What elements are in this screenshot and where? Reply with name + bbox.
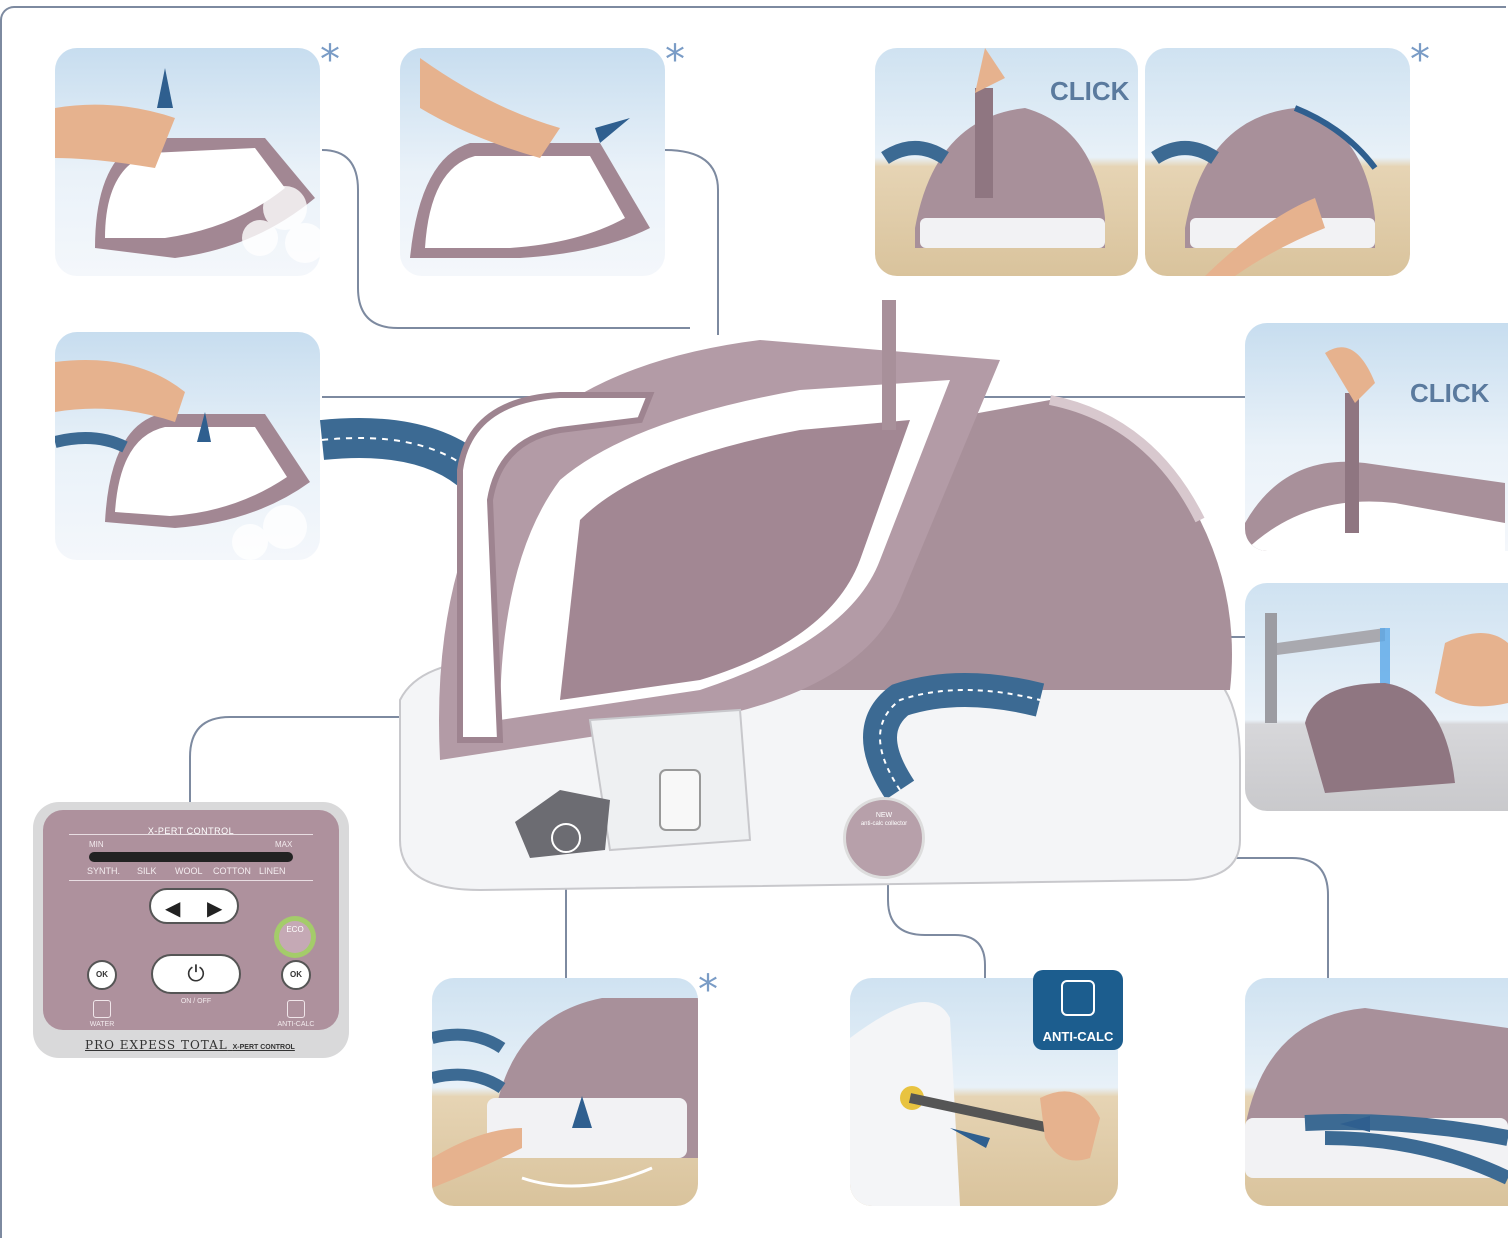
panel-trigger-lock — [400, 48, 665, 276]
eco-button[interactable]: ECO — [274, 916, 316, 958]
collector-new-label: NEW — [846, 812, 922, 819]
water-label: WATER — [72, 1021, 132, 1028]
panel-divider — [69, 880, 313, 881]
temperature-indicator-bar — [89, 852, 293, 862]
setting-cotton: COTTON — [213, 866, 251, 876]
on-off-label: ON / OFF — [151, 998, 241, 1005]
anti-calc-collector[interactable]: NEW anti-calc collector — [843, 797, 925, 879]
control-panel-face: X-PERT CONTROL MIN MAX SYNTH. SILK WOOL … — [43, 810, 339, 1030]
panel-lock-click: CLICK — [875, 48, 1138, 276]
anti-calc-badge-label: ANTI-CALC — [1033, 1029, 1123, 1044]
temp-min-label: MIN — [89, 840, 104, 849]
setting-wool: WOOL — [175, 866, 203, 876]
panel-divider — [69, 834, 313, 835]
panel-steam-release — [55, 332, 320, 560]
optional-feature-star-4: * — [698, 970, 718, 1010]
arrow-right-icon[interactable]: ▶ — [207, 896, 222, 921]
ok-button-anti-calc[interactable]: OK — [281, 960, 311, 990]
product-brand: PRO EXPESS TOTAL X-PERT CONTROL — [85, 1038, 295, 1052]
collector-name-label: anti-calc collector — [846, 821, 922, 827]
click-label-1: CLICK — [1050, 76, 1129, 107]
setting-linen: LINEN — [259, 866, 286, 876]
optional-feature-star-1: * — [320, 40, 340, 80]
optional-feature-star-3: * — [1410, 40, 1430, 80]
panel-fill-tank — [1245, 583, 1508, 811]
brand-suffix: X-PERT CONTROL — [233, 1044, 295, 1051]
power-button[interactable]: ⏻ — [151, 954, 241, 994]
water-icon — [93, 1000, 111, 1018]
panel-hose-storage — [1245, 978, 1508, 1206]
setting-arrows-button[interactable]: ◀ ▶ — [149, 888, 239, 924]
eco-label: ECO — [279, 921, 311, 953]
optional-feature-star-2: * — [665, 40, 685, 80]
anti-calc-label: ANTI-CALC — [266, 1021, 326, 1028]
panel-unlock — [1145, 48, 1410, 276]
brand-name: PRO EXPESS TOTAL — [85, 1038, 228, 1052]
anti-calc-panel-icon — [287, 1000, 305, 1018]
panel-steam-trigger — [55, 48, 320, 276]
setting-silk: SILK — [137, 866, 157, 876]
control-panel: X-PERT CONTROL MIN MAX SYNTH. SILK WOOL … — [33, 802, 349, 1058]
click-label-2: CLICK — [1410, 378, 1489, 409]
setting-synth: SYNTH. — [87, 866, 120, 876]
power-icon: ⏻ — [187, 961, 204, 986]
panel-handle-click: CLICK — [1245, 323, 1508, 551]
anti-calc-icon — [1061, 980, 1095, 1016]
temp-max-label: MAX — [275, 840, 292, 849]
ok-button-water[interactable]: OK — [87, 960, 117, 990]
panel-cord-storage — [432, 978, 698, 1206]
arrow-left-icon[interactable]: ◀ — [165, 896, 180, 921]
anti-calc-badge: ANTI-CALC — [1033, 970, 1123, 1050]
